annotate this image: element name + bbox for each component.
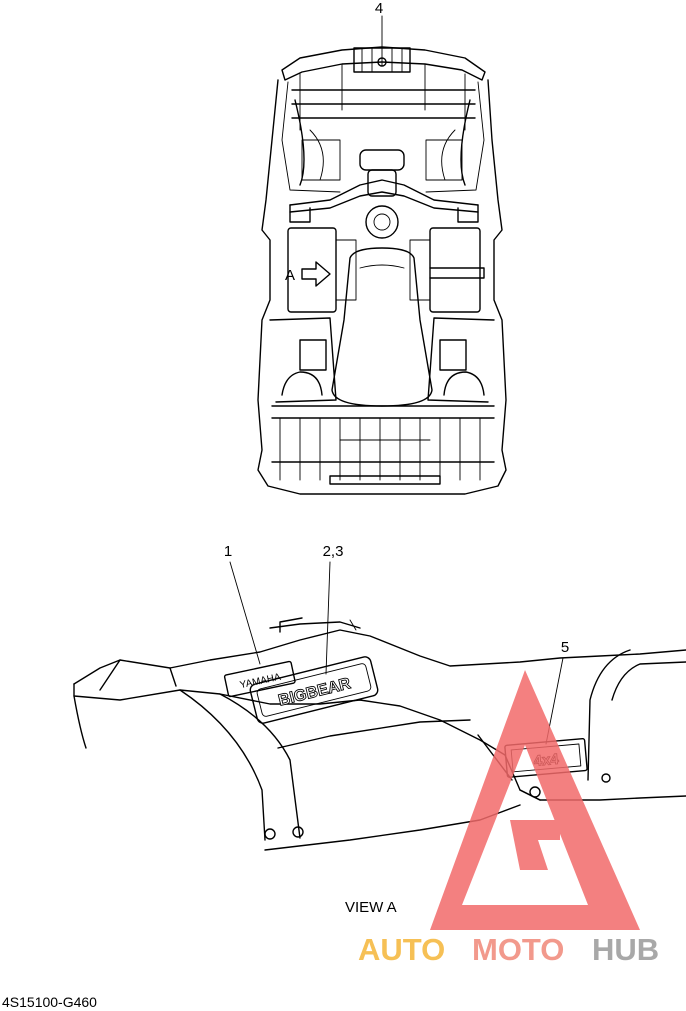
view-caption: VIEW A: [345, 899, 397, 916]
front-rack: [281, 46, 486, 131]
watermark-logo: AUTO MOTO HUB: [358, 670, 659, 967]
atv-top-view: [257, 46, 507, 495]
handlebar: [289, 149, 479, 239]
callout-4: 4: [375, 0, 383, 67]
side-panels: [287, 227, 485, 313]
callout-4-label: 4: [375, 0, 383, 17]
view-a-arrow: A: [285, 261, 331, 287]
watermark-hub: HUB: [592, 932, 659, 967]
callout-2-3-label: 2,3: [323, 543, 344, 560]
front-body: [257, 79, 507, 495]
callout-2-3: 2,3: [323, 543, 344, 675]
callout-1-label: 1: [224, 543, 232, 560]
yamaha-decal-text: YAMAHA: [239, 672, 282, 691]
callout-1: 1: [224, 543, 261, 665]
watermark-triangle: [430, 670, 640, 930]
watermark-auto: AUTO: [358, 932, 445, 967]
callout-5-label: 5: [561, 639, 569, 656]
watermark-moto: MOTO: [472, 932, 564, 967]
seat: [331, 247, 433, 407]
rear-rack: [269, 317, 495, 485]
part-code: 4S15100-G460: [2, 994, 97, 1010]
side-view: YAMAHA BIGBEAR 4x4: [73, 617, 686, 851]
view-marker: A: [285, 267, 295, 284]
